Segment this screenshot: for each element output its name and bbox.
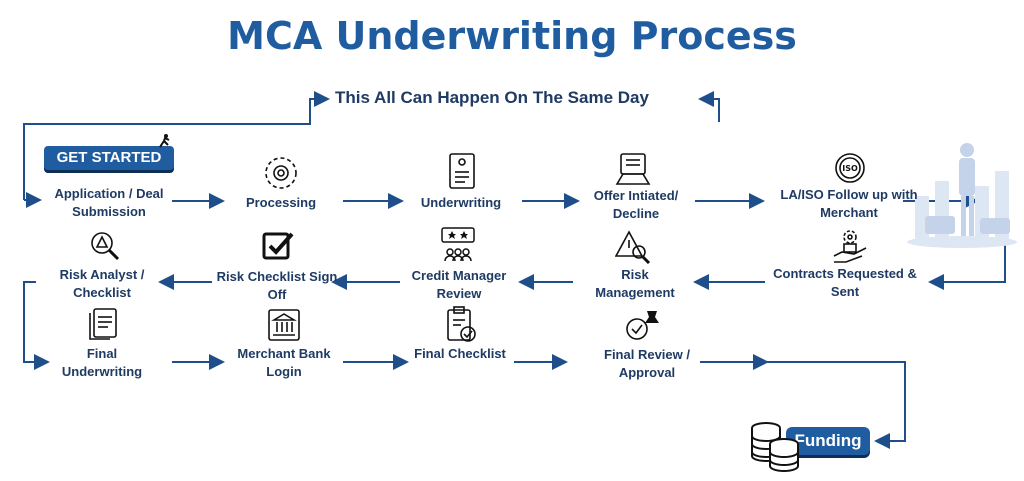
offer-contract-icon	[615, 152, 651, 191]
magnifier-alert-icon	[88, 229, 120, 266]
step-application: Application / Deal Submission	[54, 186, 164, 219]
step-credit-manager: Credit Manager Review	[411, 268, 507, 301]
business-illustration-icon	[905, 136, 1020, 256]
gear-icon	[263, 155, 299, 196]
approval-stamp-icon	[625, 309, 661, 346]
step-processing: Processing	[245, 195, 317, 210]
arrow-top-left	[23, 91, 330, 200]
step-contracts: Contracts Requested & Sent	[773, 266, 917, 299]
step-merchant-bank: Merchant Bank Login	[237, 346, 331, 379]
step-risk-analyst: Risk Analyst / Checklist	[59, 267, 145, 300]
iso-badge-icon: ISO	[834, 152, 866, 189]
warning-search-icon	[614, 230, 651, 269]
step-final-review: Final Review / Approval	[604, 347, 690, 380]
svg-text:ISO: ISO	[842, 164, 858, 173]
document-stack-icon	[88, 307, 118, 346]
step-la-iso: LA/ISO Follow up with Merchant	[780, 187, 918, 220]
step-underwriting: Underwriting	[420, 195, 502, 210]
arrow-top-right	[698, 91, 720, 122]
step-risk-checklist-signoff: Risk Checklist Sign Off	[216, 269, 338, 302]
step-final-checklist: Final Checklist	[414, 346, 506, 361]
document-icon	[448, 152, 476, 195]
rating-team-icon	[440, 226, 476, 267]
funding-badge: Funding	[786, 427, 870, 455]
checkbox-icon	[262, 230, 294, 265]
step-risk-management: Risk Management	[595, 267, 675, 300]
step-final-underwriting: Final Underwriting	[61, 346, 143, 379]
clipboard-check-icon	[445, 306, 477, 349]
runner-icon	[156, 133, 172, 154]
get-started-badge: GET STARTED	[44, 146, 174, 170]
bank-login-icon	[267, 308, 301, 347]
coins-icon	[748, 420, 802, 477]
page-title: MCA Underwriting Process	[227, 14, 797, 58]
step-offer: Offer Intiated/ Decline	[593, 188, 679, 221]
settings-hand-icon	[832, 228, 868, 269]
page-subtitle: This All Can Happen On The Same Day	[335, 88, 649, 107]
